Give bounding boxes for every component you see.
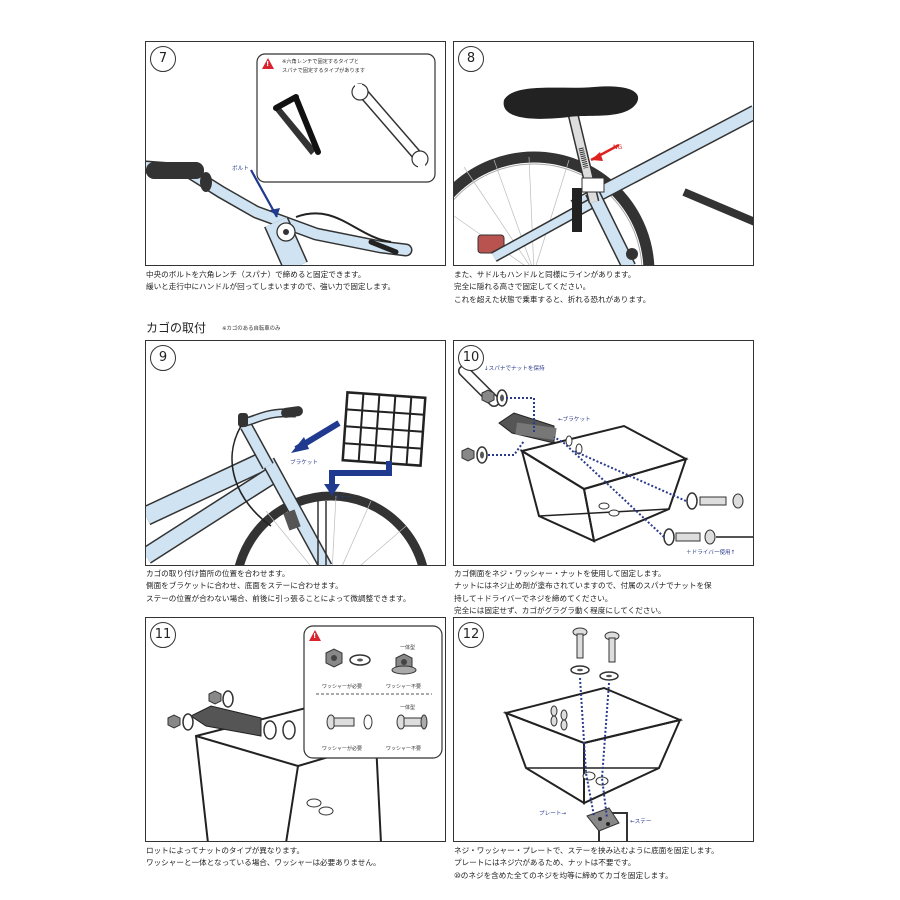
step-number: 8 bbox=[458, 46, 484, 72]
section-heading: カゴの取付 bbox=[146, 321, 207, 335]
step-8-caption: また、サドルもハンドルと同様にラインがあります。 完全に隠れる高さで固定してくだ… bbox=[454, 270, 651, 304]
step-8-illustration bbox=[454, 86, 753, 265]
step-number: 11 bbox=[150, 622, 176, 648]
step-10-caption: カゴ側面をネジ・ワッシャー・ナットを使用して固定します。 ナットにはネジ止め剤が… bbox=[454, 569, 712, 616]
step-9-illustration bbox=[146, 391, 428, 565]
step-11-panel: 11 bbox=[145, 617, 446, 842]
plate-label: プレート→ bbox=[539, 811, 567, 817]
step-12-panel: 12 プレート→ ←ステー bbox=[453, 617, 754, 842]
hex-wrench-icon bbox=[273, 94, 321, 155]
washer-needed-top-label: ワッシャーが必要 bbox=[322, 684, 363, 690]
spanner-label: ↓スパナでナットを保持 bbox=[484, 366, 545, 372]
washer-not-needed-bottom-label: ワッシャー不要 bbox=[386, 746, 422, 752]
step-8-panel: 8 NG bbox=[453, 41, 754, 266]
step-10-illustration bbox=[458, 365, 753, 546]
integrated-bottom-label: 一体型 bbox=[400, 705, 416, 711]
warning-icon: ! bbox=[262, 58, 274, 69]
step-12-illustration bbox=[502, 627, 684, 841]
step-7-illustration bbox=[146, 53, 436, 265]
nut-icon bbox=[325, 648, 343, 668]
integrated-top-label: 一体型 bbox=[400, 645, 416, 651]
inset-note: ※六角レンチで固定するタイプと スパナで固定するタイプがあります bbox=[282, 59, 366, 74]
step-7-panel: 7 ! bbox=[145, 41, 446, 266]
bracket-label: ブラケット bbox=[290, 460, 318, 466]
step-12-caption: ネジ・ワッシャー・プレートで、ステーを挟み込むように底面を固定します。 プレート… bbox=[454, 846, 719, 880]
screw-icon bbox=[663, 492, 753, 546]
driver-label: ＋ドライバー使用↑ bbox=[686, 550, 736, 556]
stay-label: ステー bbox=[334, 495, 351, 501]
step-11-illustration bbox=[167, 625, 443, 841]
step-9-caption: カゴの取り付け箇所の位置を合わせます。 側面をブラケットに合わせ、底面をステーに… bbox=[146, 569, 411, 603]
spanner-icon bbox=[351, 83, 429, 169]
step-10-panel: 10 bbox=[453, 340, 754, 566]
step-11-caption: ロットによってナットのタイプが異なります。 ワッシャーと一体となっている場合、ワ… bbox=[146, 846, 381, 868]
washer-icon bbox=[349, 654, 371, 666]
stay-label: ←ステー bbox=[630, 819, 652, 825]
washer-needed-bottom-label: ワッシャーが必要 bbox=[322, 746, 363, 752]
step-9-panel: 9 bbox=[145, 340, 446, 566]
washer-not-needed-top-label: ワッシャー不要 bbox=[386, 684, 422, 690]
step-number: 10 bbox=[458, 345, 484, 371]
step-number: 12 bbox=[458, 622, 484, 648]
bolt-label: ボルト bbox=[232, 166, 249, 172]
step-number: 9 bbox=[150, 345, 176, 371]
section-note: ※カゴのある自転車のみ bbox=[222, 326, 281, 332]
warning-icon: ! bbox=[309, 630, 321, 641]
step-number: 7 bbox=[150, 46, 176, 72]
bracket-label: ←ブラケット bbox=[558, 417, 591, 423]
ng-label: NG bbox=[613, 144, 623, 151]
step-7-caption: 中央のボルトを六角レンチ（スパナ）で締めると固定できます。 緩いと走行中にハンド… bbox=[146, 270, 396, 292]
